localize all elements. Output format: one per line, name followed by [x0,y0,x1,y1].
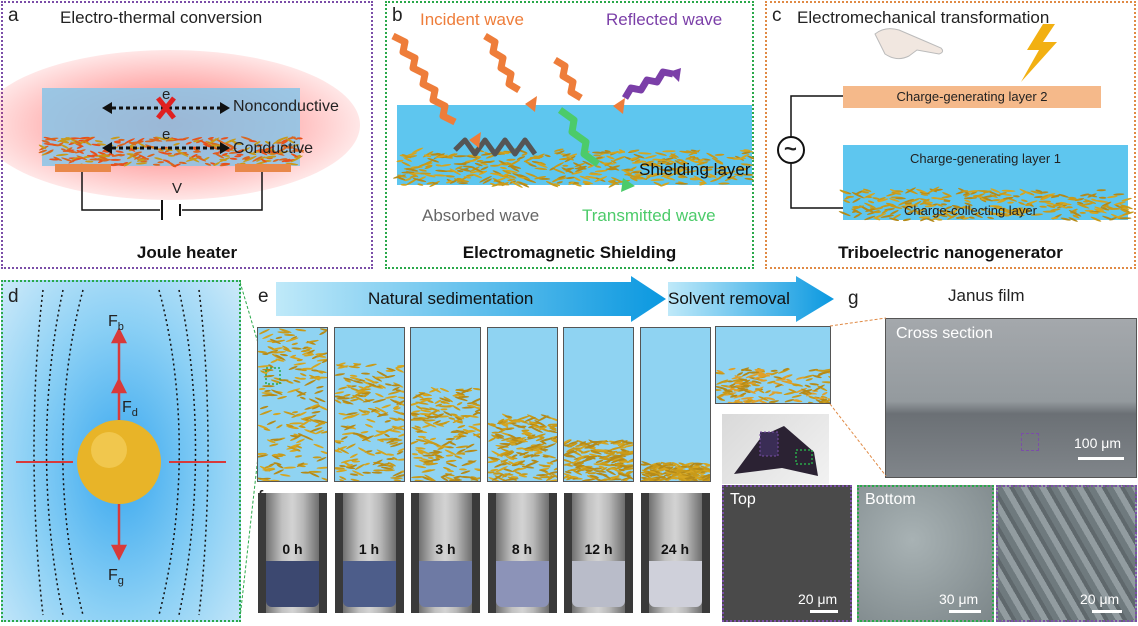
charge-layer-1-label: Charge-generating layer 1 [909,151,1062,166]
sedimentation-stage [486,327,558,482]
ac-source-icon [777,136,805,164]
vial: 0 h [258,493,327,613]
charge-generating-layer-1 [843,145,1128,220]
cross-section-label: Cross section [896,325,993,342]
zoom-box [1021,433,1039,451]
film-photo [722,414,829,484]
cross-scale-text: 100 μm [1074,435,1121,451]
janus-film-title: Janus film [948,286,1025,305]
panel-b [385,1,754,269]
panel-g-letter: g [848,288,859,309]
vial: 3 h [411,493,480,613]
top-label: Top [730,491,756,508]
reflected-wave-label: Reflected wave [606,10,723,29]
electron-label-top: e [162,86,171,103]
incident-wave-arrow-2 [483,32,521,94]
sedimentation-stage [563,327,634,482]
cross-section-sem: Cross section 100 μm [885,318,1137,478]
em-shielding-diagram [391,32,754,192]
incident-wave-arrow-3 [553,56,583,102]
teng-diagram [777,24,1134,222]
joule-heater-diagram [0,50,360,220]
vial-time-label: 24 h [660,541,689,557]
finger-icon [874,28,944,60]
panel-c-title: Electromechanical transformation [797,8,1050,27]
vial: 8 h [487,493,557,613]
panel-b-caption: Electromagnetic Shielding [462,243,677,262]
electron-label-bottom: e [162,126,171,143]
sedimentation-arrow [276,276,666,322]
vial-time-label: 1 h [358,541,380,557]
transmitted-wave-arrow [557,107,601,167]
incident-wave-arrow-1 [391,32,457,126]
sedimentation-force-diagram [16,289,226,616]
flow-streamlines [33,289,209,616]
collecting-flakes [838,186,1134,222]
force-arrows [110,327,128,561]
absorbed-wave-path [453,137,538,157]
zoom-surface-sem: 20 μm [996,485,1137,622]
teng-wire [790,95,843,209]
bottom-surface-sem: Bottom 30 μm [857,485,994,622]
panel-c-letter: c [772,5,782,26]
bottom-scale-bar [949,610,981,613]
dried-film-box [715,326,831,404]
vial: 24 h [640,493,710,613]
vial-time-label: 0 h [282,541,303,557]
zoom-scale-text: 20 μm [1080,591,1120,607]
drag-force-label: Fd [122,399,138,420]
panel-b-letter: b [392,5,403,26]
block-cross-icon [156,96,176,120]
cross-connector [829,317,887,477]
shielding-layer-label: Shielding layer [639,160,751,179]
incident-wave-label: Incident wave [420,10,524,29]
sedimentation-stage [257,327,328,482]
ac-source-symbol: ~ [784,136,797,161]
absorbed-wave-label: Absorbed wave [422,206,540,225]
vial: 1 h [334,493,404,613]
process-arrows [276,276,834,322]
voltage-label: V [172,180,183,197]
vial-time-label: 8 h [511,541,533,557]
top-scale-bar [810,610,838,613]
zoom-scale-bar [1092,610,1122,613]
lightning-icon [1021,24,1057,82]
panel-c [765,1,1136,269]
circuit-wire [81,172,263,211]
panel-d-letter: d [8,286,19,307]
right-electrode [235,164,291,172]
solvent-removal-label: Solvent removal [668,289,790,308]
panel-a-title: Electro-thermal conversion [60,8,263,27]
sedimentation-arrow-label: Natural sedimentation [368,289,534,308]
panel-c-caption: Triboelectric nanogenerator [838,243,1063,262]
gravity-force-label: Fg [108,567,124,588]
top-surface-sem: Top 20 μm [722,485,852,622]
conductive-flakes [38,136,305,168]
sedimentation-stage [410,327,481,482]
bottom-scale-text: 30 μm [939,591,979,607]
panel-a-letter: a [8,5,19,26]
charge-generating-layer-2 [843,86,1101,108]
charge-collecting-label: Charge-collecting layer [904,203,1037,218]
cross-scale-bar [1078,457,1124,460]
transmitted-wave-label: Transmitted wave [582,206,716,225]
sedimentation-stage [333,327,405,482]
top-scale-text: 20 μm [798,591,838,607]
charge-layer-2-label: Charge-generating layer 2 [896,89,1048,104]
left-electrode [55,164,111,172]
nonconductive-label: Nonconductive [233,98,339,115]
vial: 12 h [564,493,633,613]
solvent-removal-arrow [668,276,834,322]
reflected-wave-arrow [621,68,674,100]
bottom-label: Bottom [865,491,916,508]
vial-time-label: 12 h [584,541,613,557]
sedimentation-stage [639,327,711,482]
panel-a-caption: Joule heater [136,243,238,262]
conductive-label: Conductive [233,140,314,157]
vial-time-label: 3 h [435,541,456,557]
panel-e-letter: e [258,286,269,307]
buoyancy-force-label: Fb [108,313,124,334]
